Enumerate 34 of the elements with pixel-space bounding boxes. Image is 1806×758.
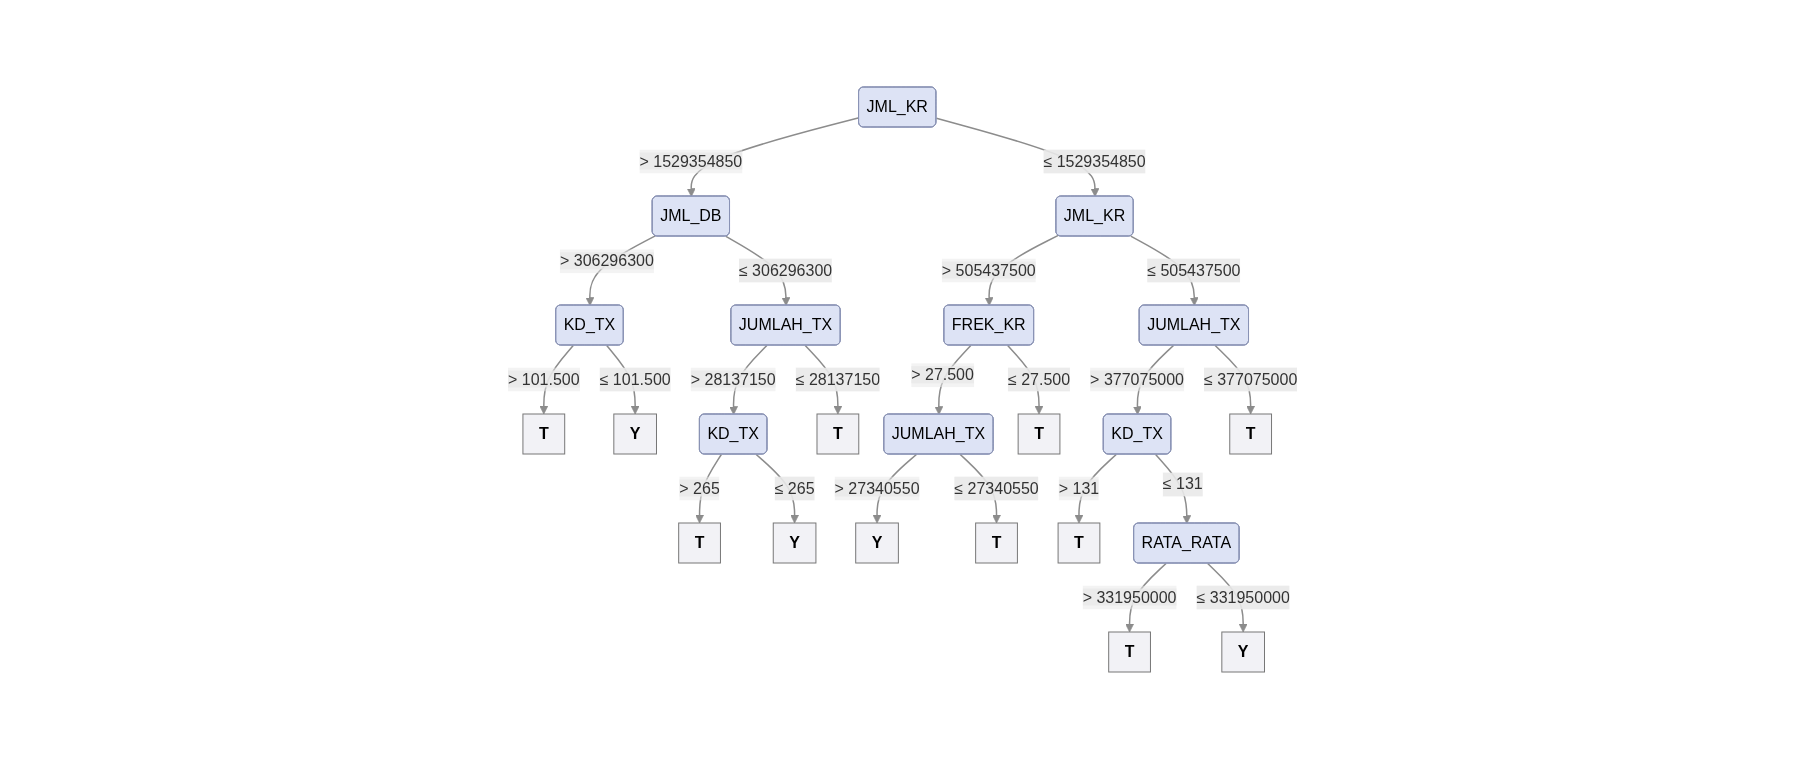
edge-label: ≤ 28137150 <box>796 370 881 387</box>
edge-label: > 505437500 <box>942 261 1037 278</box>
node-box: T <box>1229 413 1273 454</box>
node-box: Y <box>1221 631 1266 672</box>
edge-label: > 28137150 <box>691 370 777 387</box>
edge-label: ≤ 101.500 <box>599 370 672 387</box>
edge-label: ≤ 331950000 <box>1196 588 1291 605</box>
edge-label: > 27340550 <box>834 479 920 496</box>
node-box: Y <box>773 522 817 563</box>
node-box: T <box>1018 413 1061 454</box>
edge-label: > 27.500 <box>911 365 975 383</box>
node-box: T <box>816 413 860 454</box>
node-box: T <box>1108 631 1152 672</box>
edge-label: > 1529354850 <box>639 152 743 169</box>
node-box: T <box>522 413 566 454</box>
edge-label: > 265 <box>679 479 721 496</box>
edge-label: ≤ 27340550 <box>954 479 1040 496</box>
node-box: Y <box>613 413 658 454</box>
edge-label: > 331950000 <box>1082 588 1177 605</box>
edge-label: ≤ 1529354850 <box>1043 152 1146 169</box>
edge-label: ≤ 377075000 <box>1204 370 1298 387</box>
edge-label: > 306296300 <box>560 251 655 269</box>
node-box: T <box>975 522 1019 563</box>
edge-label: > 131 <box>1059 479 1100 496</box>
edge-label: > 377075000 <box>1090 370 1185 387</box>
node-box: T <box>678 522 722 563</box>
edge-label: ≤ 505437500 <box>1147 261 1241 278</box>
node-box: T <box>1057 522 1101 563</box>
node-box: Y <box>855 522 900 563</box>
edge-label: ≤ 131 <box>1163 474 1204 492</box>
edge-label: > 101.500 <box>508 370 580 387</box>
edge-label: ≤ 306296300 <box>739 261 833 278</box>
edge-label: ≤ 27.500 <box>1008 370 1071 387</box>
edge-label: ≤ 265 <box>774 479 815 496</box>
